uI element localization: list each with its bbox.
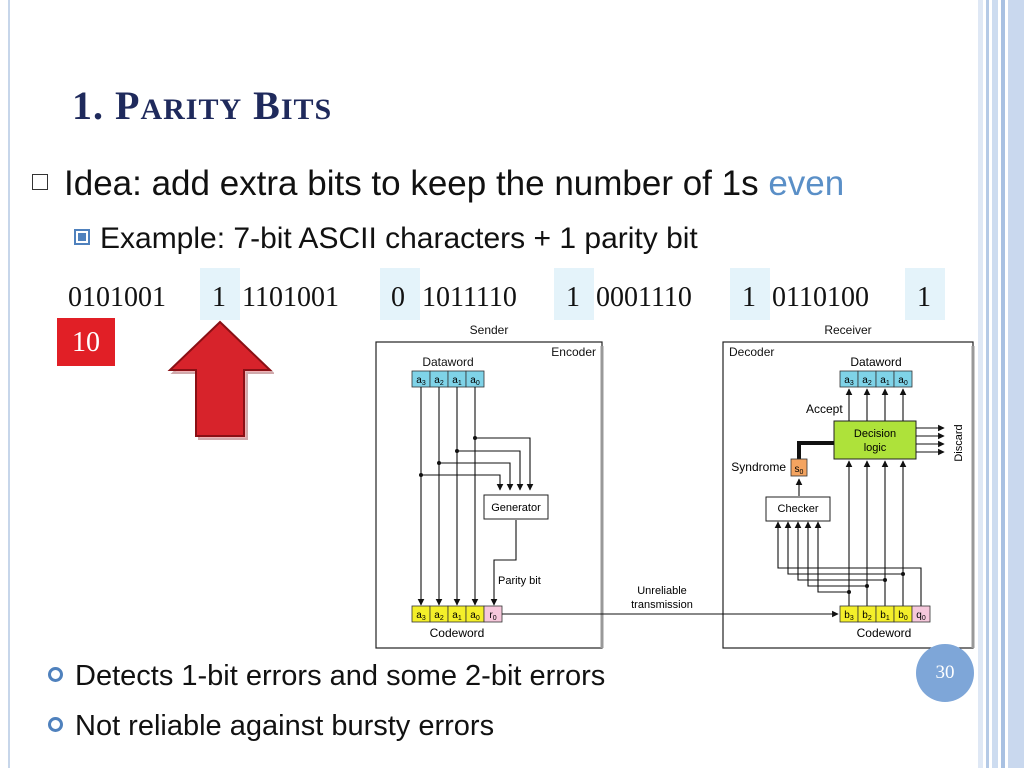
parity-highlight [554,268,594,320]
checker-box [765,496,831,522]
overflow-bits-box: 10 [57,318,115,366]
receiver-codeword-label: Codeword [857,626,912,640]
decision-logic-box [833,420,917,460]
right-stripe [978,0,983,768]
transmission-label: transmission [631,599,693,611]
data-bits: 1011110 [422,282,517,313]
right-stripe [1008,0,1024,768]
left-border [8,0,10,768]
svg-text:a2: a2 [434,610,444,622]
bullet-example-text: Example: 7-bit ASCII characters + 1 pari… [100,222,698,255]
svg-text:a3: a3 [416,375,426,387]
svg-text:s0: s0 [795,464,804,476]
syndrome-label: Syndrome [731,460,786,474]
filled-square-bullet-icon [74,229,90,246]
page-title: 1. PARITY BITS [72,83,333,128]
syndrome-cell [790,458,808,477]
svg-text:r0: r0 [489,610,496,622]
decision-label-1: Decision [854,428,896,440]
parity-encoder-decoder-diagram: Sender Receiver Encoder Decoder Dataword… [375,323,975,649]
square-bullet-icon [32,173,48,190]
accept-label: Accept [806,402,843,416]
parity-highlight [200,268,240,320]
sender-label: Sender [470,323,509,337]
receiver-label: Receiver [824,323,871,337]
circle-bullet-icon [48,666,63,682]
checker-label: Checker [778,503,819,515]
bullet-detects-text: Detects 1-bit errors and some 2-bit erro… [75,660,606,692]
parity-highlight [380,268,420,320]
right-stripe [986,0,989,768]
svg-text:a2: a2 [862,375,872,387]
bullet-not-reliable-text: Not reliable against bursty errors [75,710,495,742]
data-bits: 0001110 [596,282,692,313]
data-bits: 0101001 [68,282,166,313]
generator-box [483,494,549,520]
svg-text:a1: a1 [880,375,890,387]
sender-codeword-cells: a3 a2 a1 a0 r0 [411,605,503,623]
svg-text:a3: a3 [844,375,854,387]
discard-label: Discard [953,424,965,461]
parity-highlight [905,268,945,320]
svg-text:a3: a3 [416,610,426,622]
bullet-example: Example: 7-bit ASCII characters + 1 pari… [74,222,698,256]
parity-highlight [730,268,770,320]
bullet-idea: Idea: add extra bits to keep the number … [32,164,844,204]
receiver-dataword-label: Dataword [850,355,901,369]
sender-codeword-label: Codeword [430,626,485,640]
parity-bit: 1 [212,282,226,313]
highlight-even: even [768,164,845,203]
svg-text:a2: a2 [434,375,444,387]
syndrome-line [797,441,834,459]
data-bits: 1101001 [242,282,339,313]
svg-text:a0: a0 [470,375,480,387]
svg-text:a1: a1 [452,375,462,387]
page-number-badge: 30 [916,644,974,702]
svg-text:a0: a0 [470,610,480,622]
receiver-codeword-cells: b3 b2 b1 b0 q0 [839,605,931,623]
bullet-idea-text: Idea: add extra bits to keep the number … [64,164,769,203]
sender-dataword-label: Dataword [422,355,473,369]
decoder-box [722,341,974,649]
svg-text:a1: a1 [452,610,462,622]
svg-text:b2: b2 [862,610,872,622]
right-stripe [1001,0,1005,768]
svg-text:a0: a0 [898,375,908,387]
data-bits: 0110100 [772,282,869,313]
parity-bit: 1 [917,282,931,313]
parity-bit-label: Parity bit [498,575,541,587]
bullet-not-reliable: Not reliable against bursty errors [48,710,494,743]
red-up-arrow-icon [167,320,274,440]
bullet-detects: Detects 1-bit errors and some 2-bit erro… [48,660,605,693]
parity-bit: 0 [391,282,405,313]
decision-label-2: logic [864,442,887,454]
encoder-label: Encoder [551,345,596,359]
generator-label: Generator [491,502,541,514]
bit-string: 0101001 1 1101001 0 1011110 1 0001110 1 … [0,268,1000,320]
svg-text:q0: q0 [916,610,926,622]
right-stripe [992,0,998,768]
decoder-label: Decoder [729,345,774,359]
receiver-dataword-cells: a3 a2 a1 a0 [839,370,913,388]
parity-bit: 1 [742,282,756,313]
svg-text:b1: b1 [880,610,890,622]
svg-text:b0: b0 [898,610,908,622]
unreliable-label: Unreliable [637,585,687,597]
parity-bit: 1 [566,282,580,313]
circle-bullet-icon [48,716,63,732]
svg-text:b3: b3 [844,610,854,622]
sender-dataword-cells: a3 a2 a1 a0 [411,370,485,388]
